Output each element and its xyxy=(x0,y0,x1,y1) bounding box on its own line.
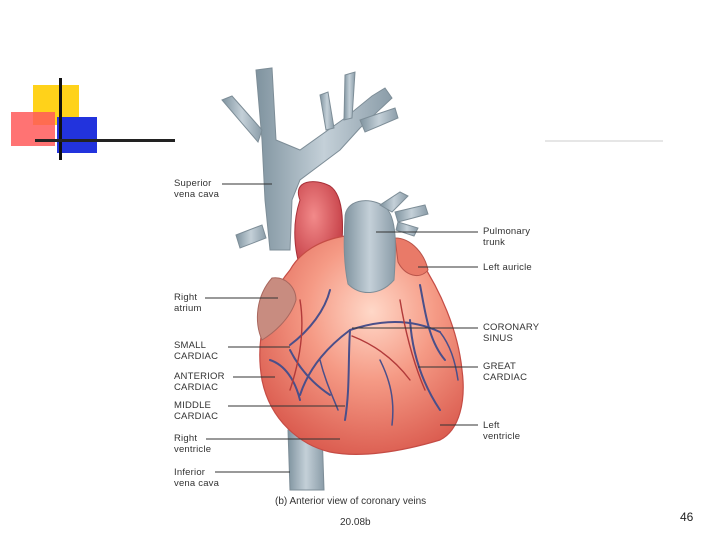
label-left-auricle: Left auricle xyxy=(483,262,532,273)
page-number: 46 xyxy=(680,510,694,524)
decor-horizontal-line xyxy=(35,139,175,142)
superior-vena-cava xyxy=(221,67,399,251)
coronary-arteries xyxy=(289,299,426,391)
decor-vertical-line xyxy=(59,78,62,160)
figure-code: 20.08b xyxy=(340,517,371,528)
leader-lines xyxy=(205,183,478,473)
left-auricle xyxy=(394,237,429,277)
decor-faint-line xyxy=(545,140,663,142)
figure-caption: (b) Anterior view of coronary veins xyxy=(275,496,427,507)
right-atrium xyxy=(256,277,297,341)
decor-blue-square xyxy=(57,117,97,153)
pulmonary-trunk xyxy=(343,191,429,293)
